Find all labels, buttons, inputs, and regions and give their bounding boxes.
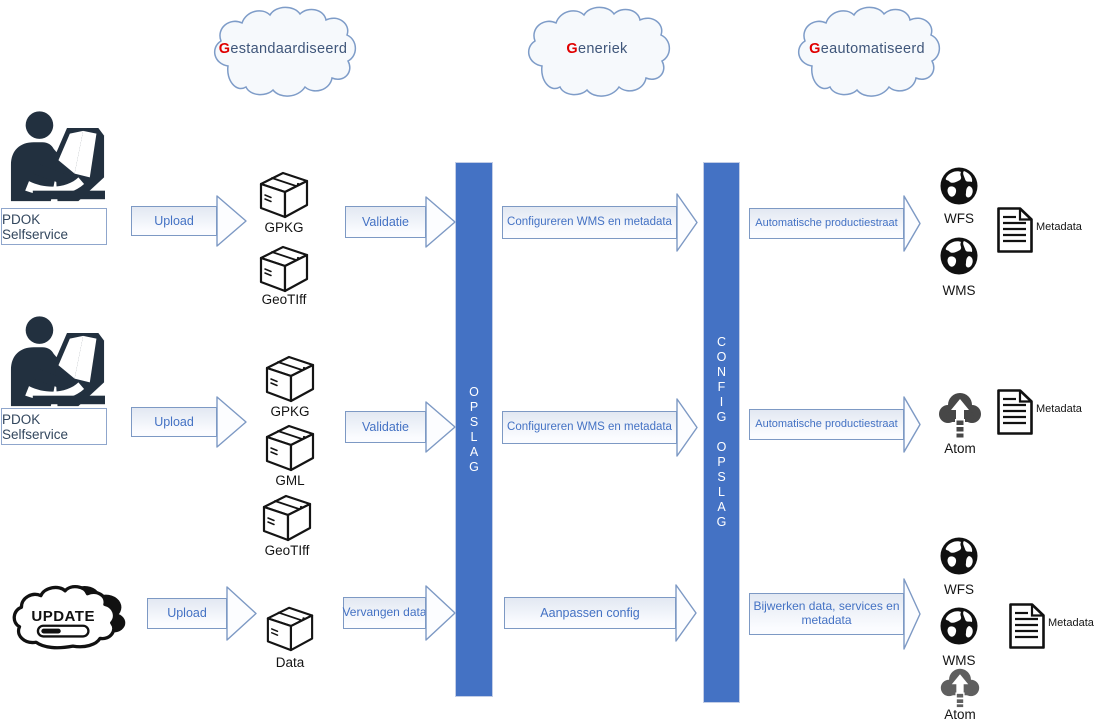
productiestraat-arrow: Automatische productiestraat <box>749 396 922 453</box>
cloud-icon <box>527 6 671 97</box>
person-laptop-icon <box>10 316 105 407</box>
actor-box: PDOK Selfservice <box>1 208 107 245</box>
metadata-label: Metadata <box>1036 221 1082 233</box>
arrow-head <box>903 578 921 650</box>
package-box-icon <box>262 494 312 542</box>
cloud-rest-text: eneriek <box>577 41 628 57</box>
actor-label: PDOK Selfservice <box>2 411 69 442</box>
globe-icon <box>940 607 978 645</box>
metadata-document-icon <box>997 207 1033 253</box>
atom-cloud-upload-icon <box>939 393 981 438</box>
service-label: WFS <box>944 582 974 597</box>
globe-icon <box>940 537 978 575</box>
metadata-label: Metadata <box>1048 617 1094 629</box>
arrow-head <box>903 396 921 453</box>
arrow-head <box>425 585 456 641</box>
arrow-head <box>226 586 257 641</box>
upload-arrow: Upload <box>131 396 248 448</box>
cloud-lead-letter: G <box>809 41 821 57</box>
actor-label: PDOK Selfservice <box>2 211 69 242</box>
configureren-arrow: Configureren WMS en metadata <box>502 398 699 457</box>
cloud-rest-text: eautomatiseerd <box>820 41 925 57</box>
package-box-icon <box>265 355 315 403</box>
arrow-label: Upload <box>147 598 227 629</box>
cloud-rest-text: estandaardiseerd <box>230 41 348 57</box>
upload-arrow: Upload <box>147 586 258 641</box>
arrow-label: Validatie <box>345 411 426 443</box>
arrow-head <box>675 584 697 642</box>
arrow-label: Configureren WMS en metadata <box>502 206 677 239</box>
metadata-document-icon <box>997 389 1033 435</box>
arrow-head <box>676 193 698 252</box>
package-box-icon <box>259 171 309 219</box>
package-label: GeoTIff <box>264 543 310 558</box>
service-label: WMS <box>942 653 976 668</box>
arrow-label: Configureren WMS en metadata <box>502 411 677 444</box>
validatie-arrow: Validatie <box>345 401 457 453</box>
service-label: Atom <box>944 441 976 456</box>
package-label: GPKG <box>270 404 310 419</box>
config-opslag-bar: C O N F I G O P S L A G <box>703 162 740 703</box>
opslag-bar: O P S L A G <box>455 162 493 697</box>
package-label: GPKG <box>264 220 304 235</box>
update-cloud-icon: UPDATE <box>12 585 126 650</box>
bijwerken-arrow: Bijwerken data, services en metadata <box>749 578 922 650</box>
service-label: Atom <box>944 707 976 722</box>
aanpassen-config-arrow: Aanpassen config <box>504 584 698 642</box>
vervangen-data-arrow: Vervangen data <box>342 585 457 641</box>
arrow-label: Aanpassen config <box>504 597 676 629</box>
arrow-label: Vervangen data <box>342 597 427 629</box>
service-label: WMS <box>942 283 976 298</box>
arrow-label: Bijwerken data, services en metadata <box>749 593 904 635</box>
arrow-head <box>425 401 456 453</box>
validatie-arrow: Validatie <box>345 196 457 248</box>
package-label: GeoTIff <box>261 292 307 307</box>
actor-box: PDOK Selfservice <box>1 408 107 445</box>
configureren-arrow: Configureren WMS en metadata <box>502 193 699 252</box>
cloud-lead-letter: G <box>566 41 578 57</box>
globe-icon <box>940 237 978 275</box>
cloud-icon <box>797 6 941 97</box>
cloud-icon <box>213 6 357 97</box>
arrow-head <box>676 398 698 457</box>
arrow-head <box>216 195 247 247</box>
package-box-icon <box>265 424 315 472</box>
package-box-icon <box>259 245 309 293</box>
cloud-lead-letter: G <box>218 41 231 57</box>
upload-arrow: Upload <box>131 195 248 247</box>
arrow-label: Automatische productiestraat <box>749 409 904 440</box>
config-opslag-bar-label: C O N F I G O P S L A G <box>716 335 727 529</box>
package-box-icon <box>266 606 314 652</box>
arrow-head <box>903 195 921 252</box>
package-label: Data <box>275 655 305 670</box>
opslag-bar-label: O P S L A G <box>469 384 479 474</box>
package-label: GML <box>275 473 305 488</box>
arrow-head <box>216 396 247 448</box>
arrow-head <box>425 196 456 248</box>
update-icon-text: UPDATE <box>31 608 95 625</box>
atom-cloud-upload-icon <box>940 668 980 708</box>
productiestraat-arrow: Automatische productiestraat <box>749 195 922 252</box>
service-label: WFS <box>944 211 974 226</box>
metadata-document-icon <box>1009 603 1045 649</box>
arrow-label: Upload <box>131 206 217 236</box>
arrow-label: Upload <box>131 407 217 437</box>
arrow-label: Validatie <box>345 206 426 238</box>
arrow-label: Automatische productiestraat <box>749 208 904 239</box>
person-laptop-icon <box>10 111 105 202</box>
metadata-label: Metadata <box>1036 403 1082 415</box>
globe-icon <box>940 167 978 205</box>
